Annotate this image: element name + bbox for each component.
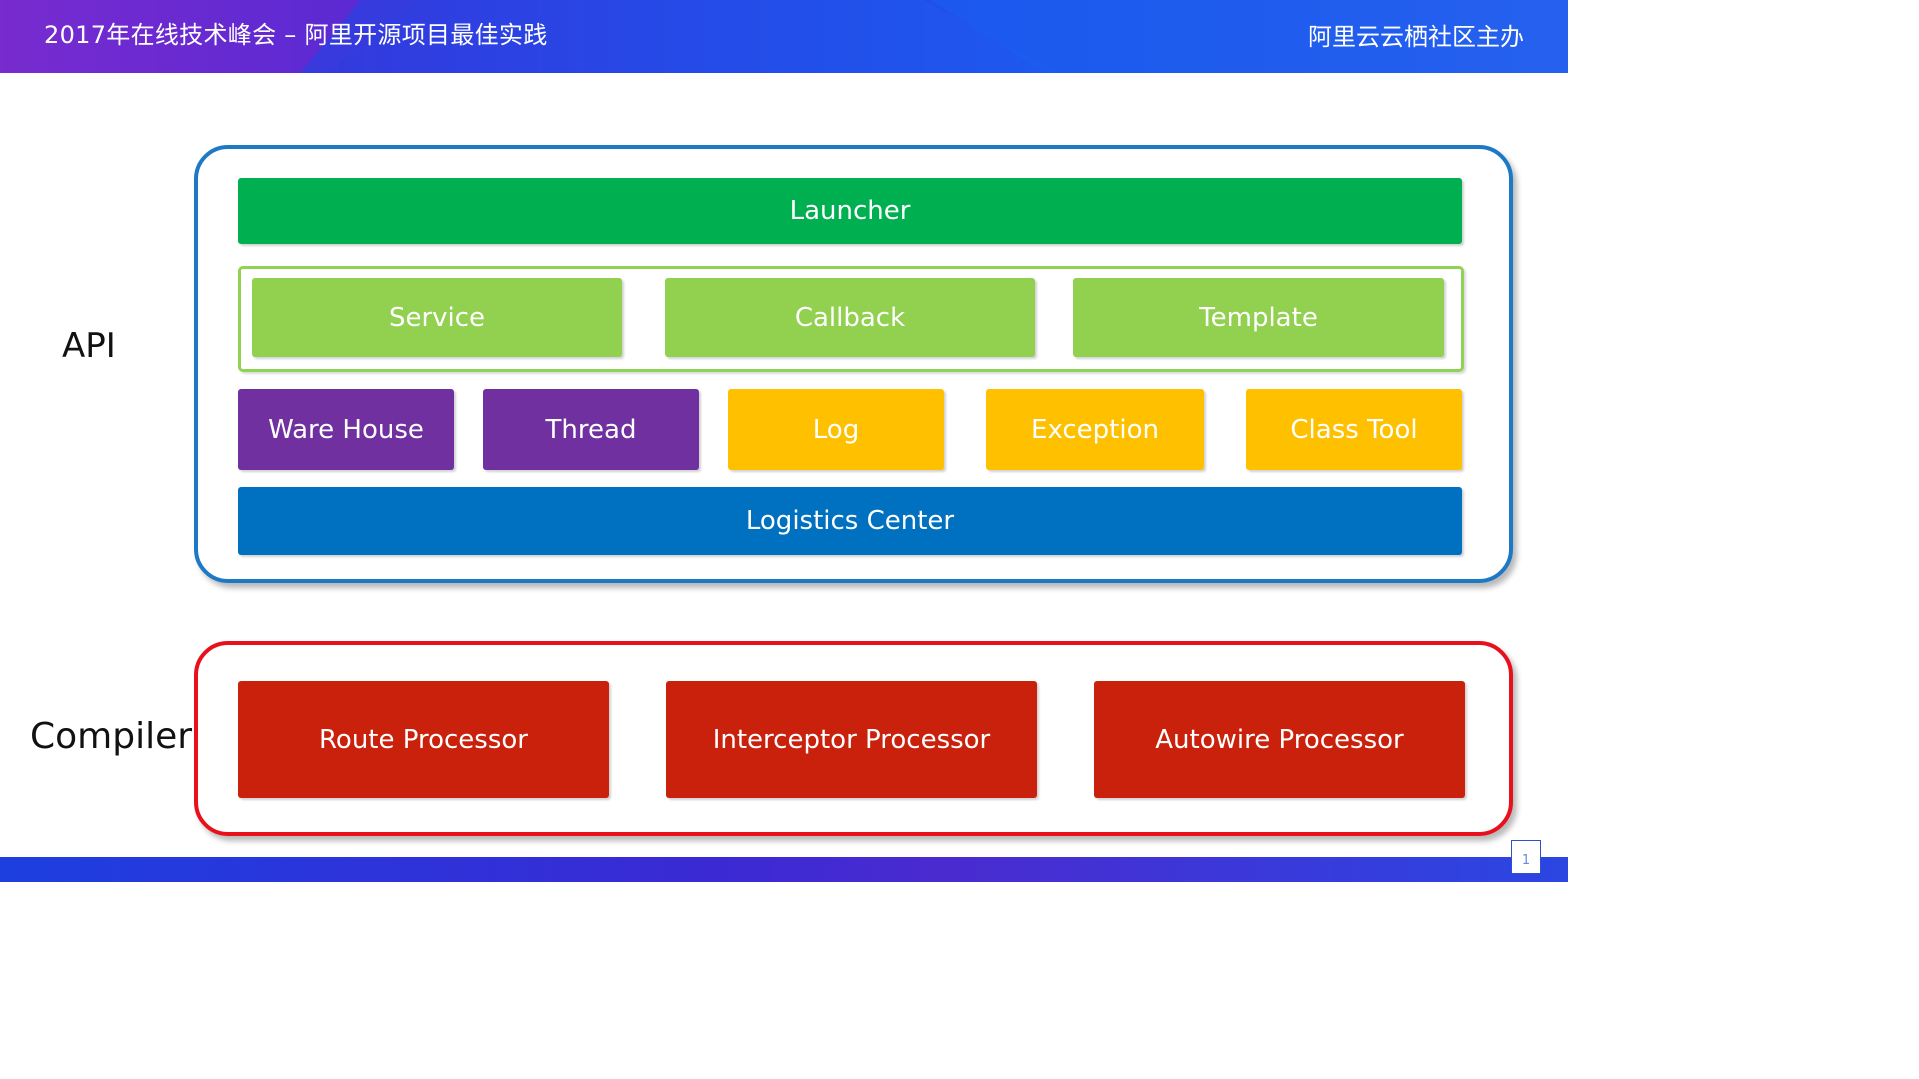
class-tool-block: Class Tool — [1246, 389, 1462, 470]
compiler-layer-label: Compiler — [30, 716, 193, 757]
exception-block: Exception — [986, 389, 1204, 470]
page-number: 1 — [1511, 840, 1541, 874]
host-label: 阿里云云栖社区主办 — [1308, 23, 1524, 51]
footer-bar — [0, 857, 1568, 882]
ware-house-block: Ware House — [238, 389, 454, 470]
api-layer-label: API — [62, 326, 116, 366]
route-processor-block: Route Processor — [238, 681, 609, 798]
log-block: Log — [728, 389, 944, 470]
service-group-frame — [238, 266, 1464, 372]
slide-title: 2017年在线技术峰会 – 阿里开源项目最佳实践 — [44, 21, 548, 49]
header-decoration — [300, 0, 1060, 73]
logistics-center-block: Logistics Center — [238, 487, 1462, 555]
interceptor-processor-block: Interceptor Processor — [666, 681, 1037, 798]
header-bar: 2017年在线技术峰会 – 阿里开源项目最佳实践 阿里云云栖社区主办 — [0, 0, 1568, 73]
autowire-processor-block: Autowire Processor — [1094, 681, 1465, 798]
header-decoration — [930, 0, 1568, 73]
callback-block: Callback — [665, 278, 1035, 357]
launcher-block: Launcher — [238, 178, 1462, 244]
template-block: Template — [1073, 278, 1444, 357]
service-block: Service — [252, 278, 622, 357]
thread-block: Thread — [483, 389, 699, 470]
